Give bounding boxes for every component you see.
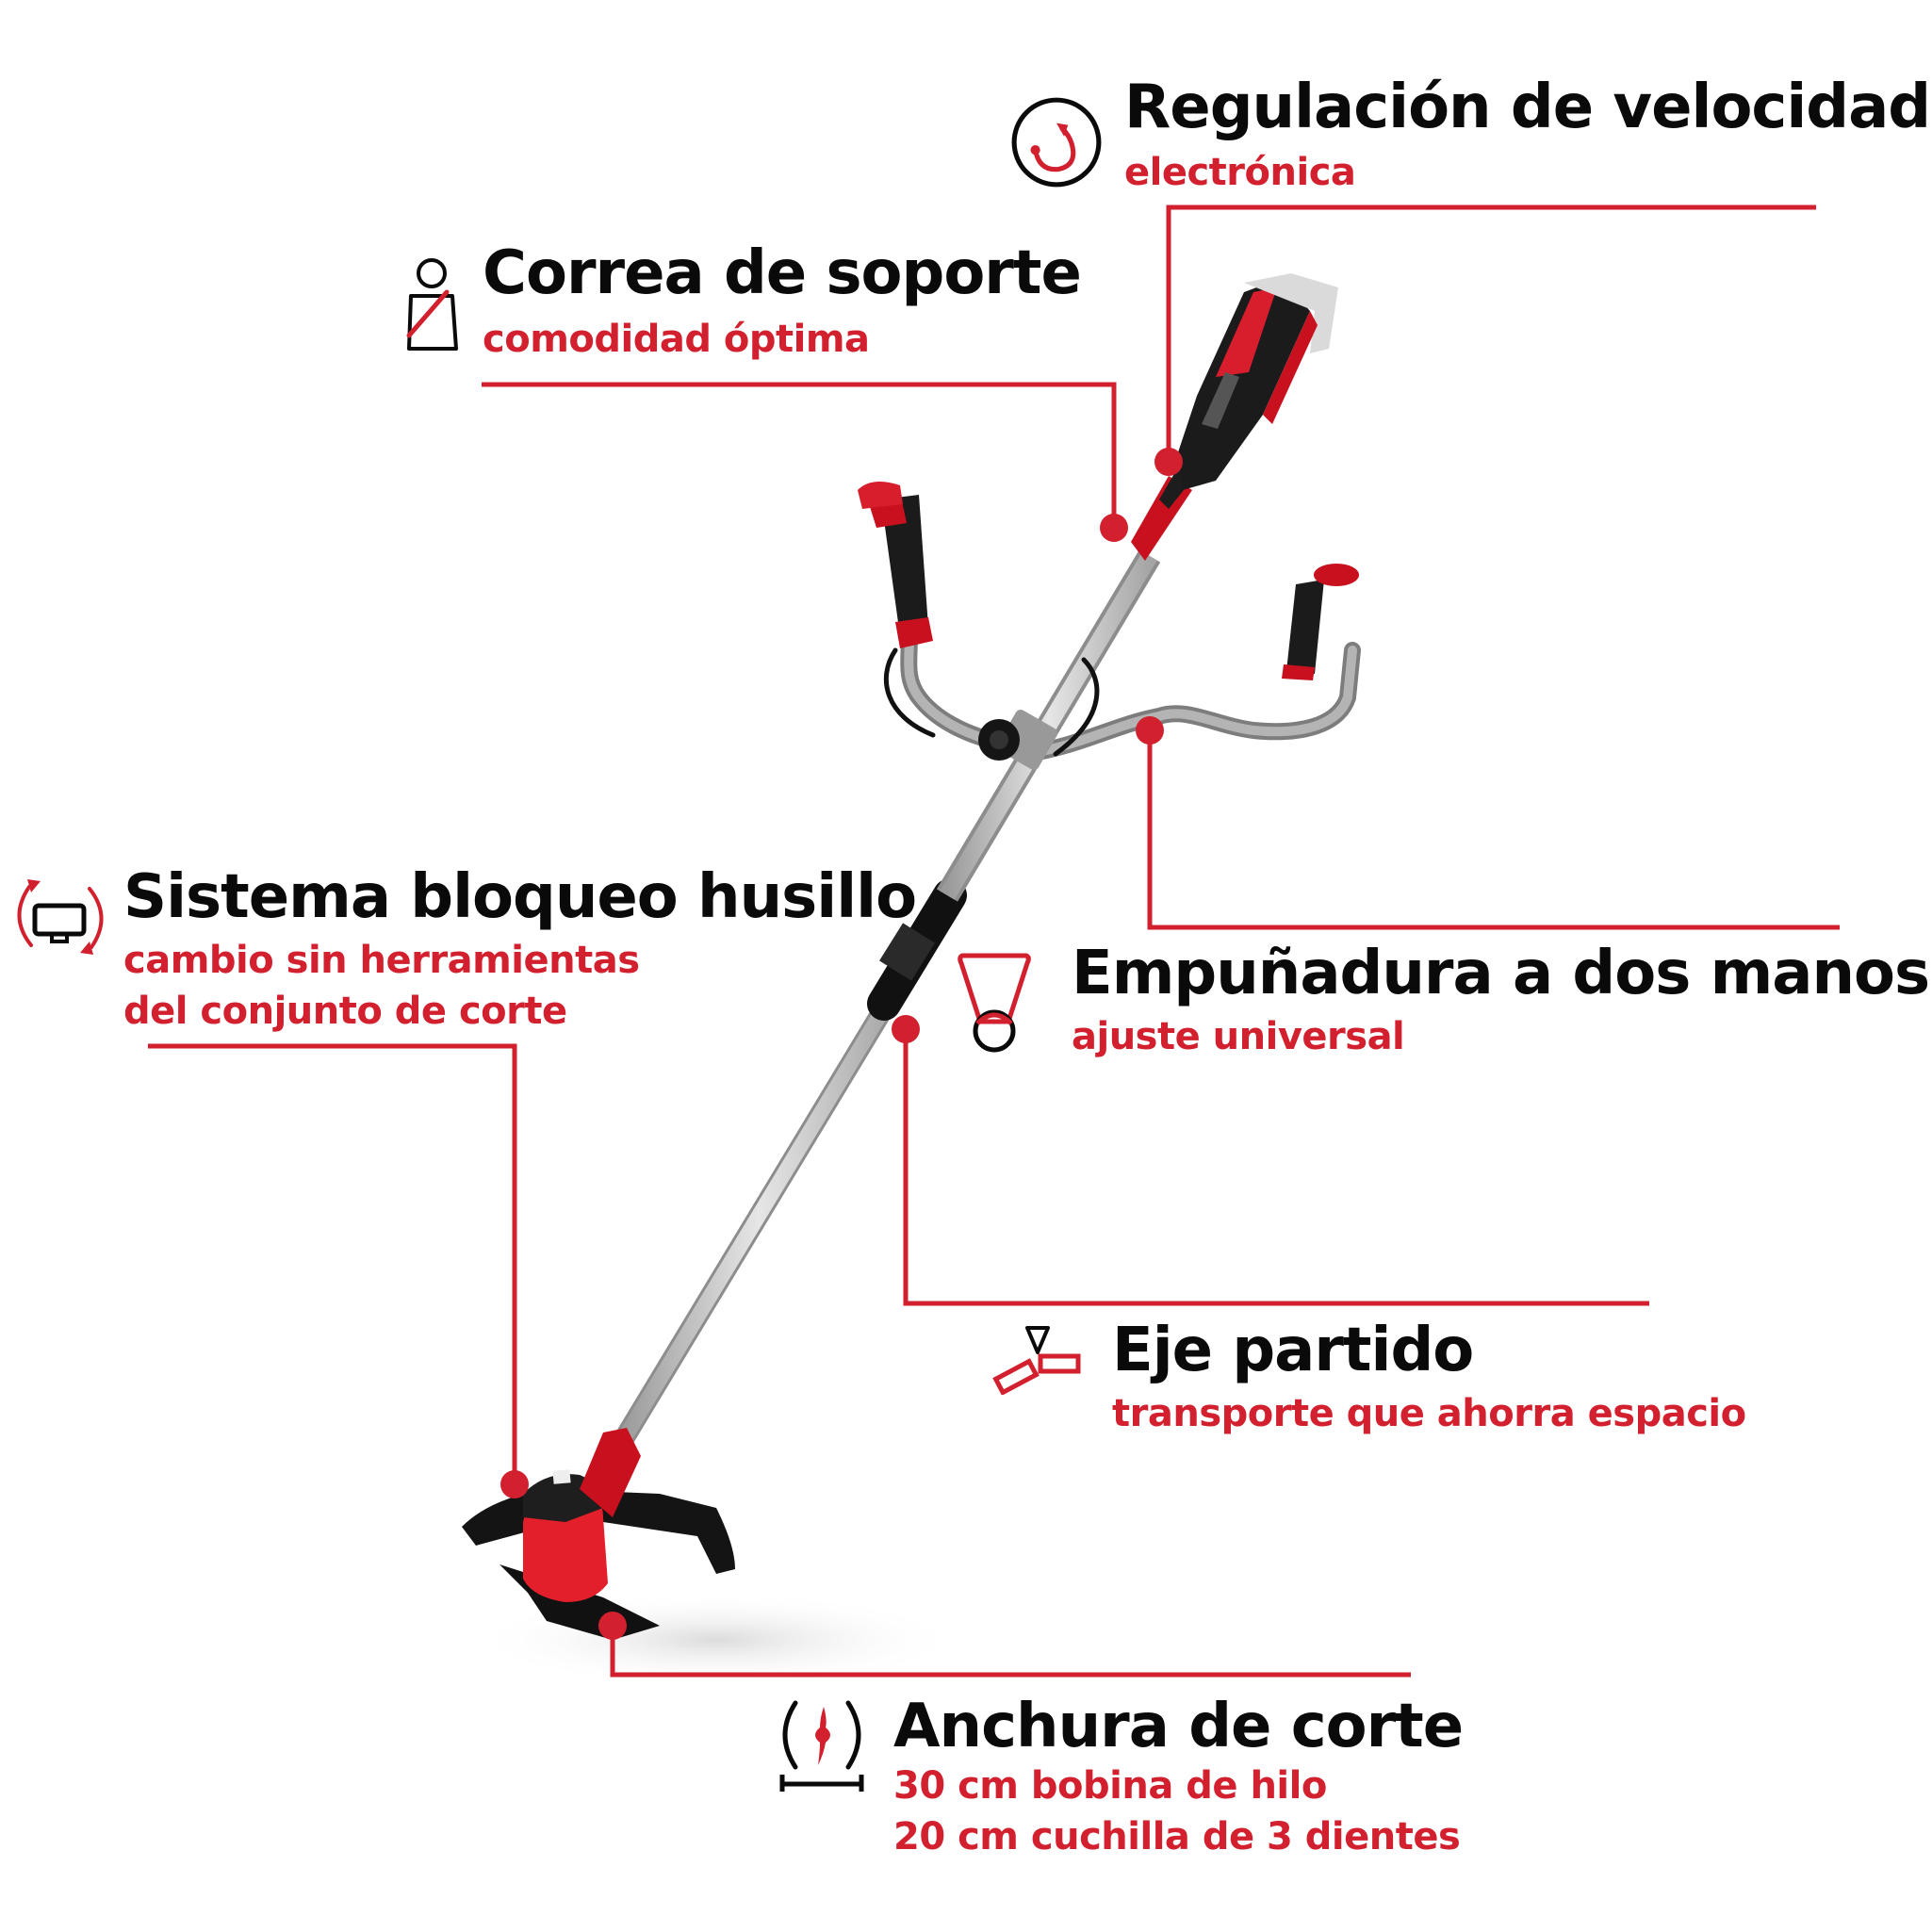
callout-dots	[500, 448, 1183, 1640]
callout-line-shaft	[903, 1029, 1649, 1306]
shaft-coupling	[867, 878, 967, 1021]
feature-subtitle: del conjunto de corte	[123, 990, 567, 1033]
callout-dot-spindle	[500, 1470, 529, 1498]
feature-title: Regulación de velocidad	[1124, 73, 1931, 142]
feature-subtitle: comodidad óptima	[483, 318, 870, 361]
bike-handle	[883, 628, 1361, 762]
trimmer-head	[462, 1428, 735, 1640]
callout-line-strap	[482, 382, 1117, 528]
callout-line-spindle	[148, 1043, 517, 1484]
callout-line-speed	[1166, 205, 1816, 462]
callout-dot-handle	[1136, 716, 1164, 745]
callout-line-width	[610, 1630, 1411, 1678]
callout-line-handle	[1147, 730, 1840, 930]
lower-shaft	[612, 979, 906, 1452]
feature-title: Empuñadura a dos manos	[1072, 939, 1930, 1008]
callout-dot-speed	[1154, 448, 1183, 476]
speed-regulation-icon	[1011, 97, 1102, 188]
feature-title: Anchura de corte	[893, 1692, 1464, 1761]
callout-lines	[148, 205, 1840, 1678]
two-hand-handle-icon	[958, 953, 1031, 1053]
feature-subtitle: 20 cm cuchilla de 3 dientes	[893, 1815, 1461, 1858]
feature-title: Eje partido	[1112, 1316, 1474, 1385]
feature-title: Sistema bloqueo husillo	[123, 862, 917, 932]
handle-clamp	[978, 710, 1057, 770]
cutting-width-icon	[779, 1700, 864, 1792]
shoulder-strap-icon	[406, 258, 458, 351]
feature-subtitle: ajuste universal	[1072, 1015, 1405, 1058]
left-grip	[858, 482, 933, 648]
feature-subtitle: transporte que ahorra espacio	[1112, 1392, 1746, 1435]
callout-dot-width	[598, 1612, 627, 1640]
callout-dot-strap	[1100, 514, 1128, 542]
callout-dot-shaft	[892, 1015, 920, 1043]
feature-subtitle: cambio sin herramientas	[123, 939, 640, 982]
motor-housing	[1131, 273, 1338, 561]
feature-title: Correa de soporte	[483, 238, 1082, 308]
spindle-lock-icon	[17, 879, 104, 955]
right-grip	[1282, 564, 1359, 680]
split-shaft-icon	[992, 1326, 1081, 1395]
feature-subtitle: electrónica	[1124, 151, 1356, 194]
feature-subtitle: 30 cm bobina de hilo	[893, 1764, 1327, 1808]
